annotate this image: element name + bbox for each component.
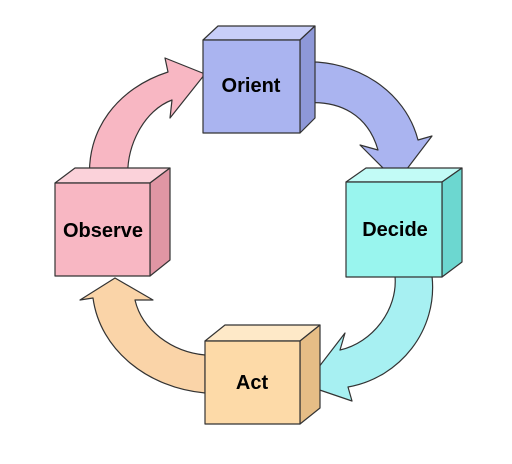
node-observe: Observe (54, 167, 171, 277)
node-label-decide: Decide (362, 219, 428, 241)
arrow-observe-to-orient (88, 57, 206, 183)
arrow-act-to-observe (79, 277, 206, 394)
node-orient: Orient (202, 25, 316, 134)
node-act: Act (204, 324, 321, 425)
arrow-decide-to-act (304, 275, 434, 402)
node-label-observe: Observe (63, 220, 143, 242)
node-decide: Decide (345, 167, 463, 278)
arrow-orient-to-decide (304, 61, 433, 183)
node-label-act: Act (236, 372, 269, 394)
node-label-orient: Orient (222, 75, 281, 97)
